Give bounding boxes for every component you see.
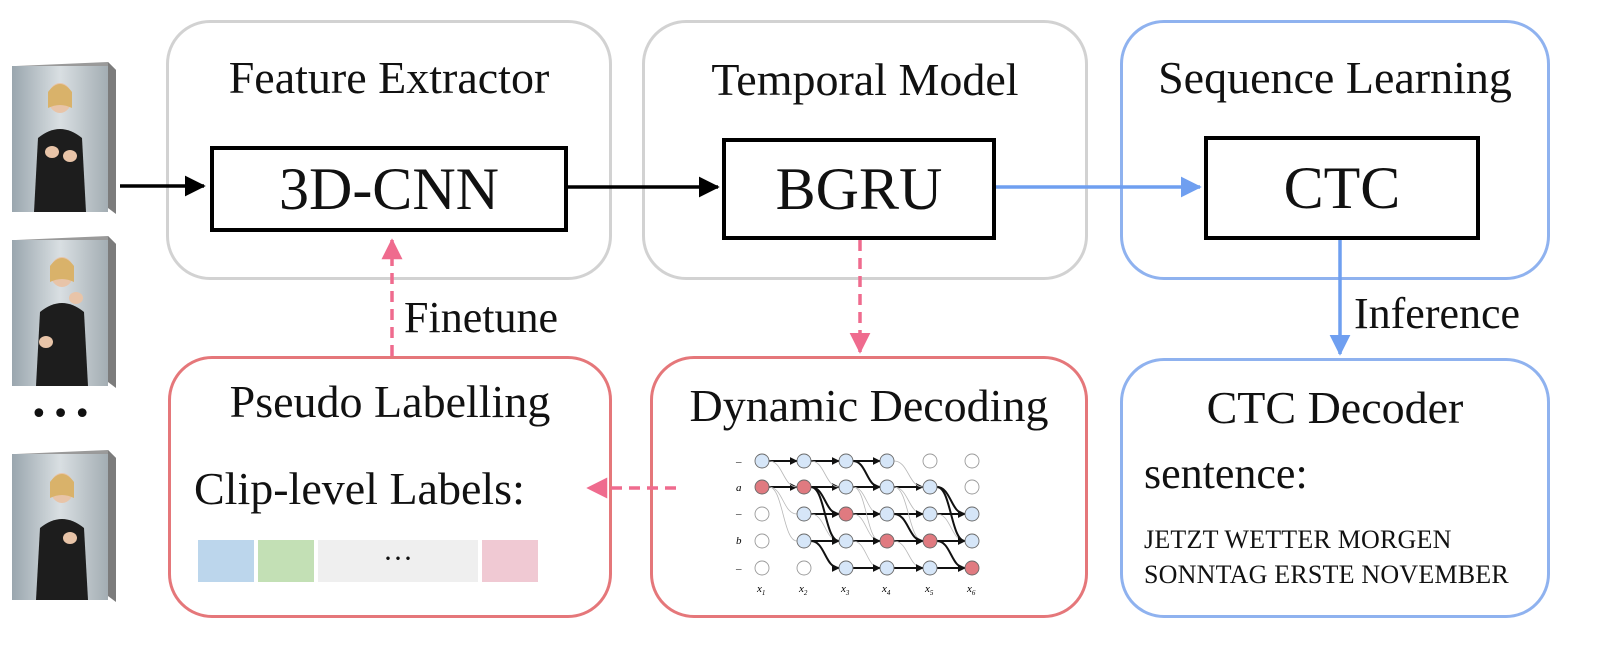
- input-frame-3: [12, 446, 116, 604]
- sentence-line-2: SONNTAG ERSTE NOVEMBER: [1144, 560, 1509, 589]
- x-label-3: x3: [840, 583, 850, 597]
- feature-extractor-title: Feature Extractor: [228, 52, 550, 103]
- frames-ellipsis: •••: [30, 397, 96, 432]
- sentence-line-1: JETZT WETTER MORGEN: [1144, 525, 1452, 554]
- trellis-edge: [768, 486, 798, 542]
- trellis-node: [964, 533, 980, 549]
- trellis-node: [964, 479, 980, 495]
- clip-label-green: [258, 540, 314, 582]
- trellis-node: [922, 533, 938, 549]
- temporal-model-title: Temporal Model: [711, 54, 1019, 105]
- trellis-node: [879, 453, 895, 469]
- x-label-2: x2: [798, 583, 808, 597]
- dynamic-decoding-panel: Dynamic Decoding: [650, 356, 1088, 618]
- ctc-decoder-panel: CTC Decoder: [1120, 358, 1550, 618]
- clip-label-ellipsis: ···: [383, 542, 413, 575]
- trellis-edge: [768, 460, 798, 488]
- trellis-node: [796, 506, 812, 522]
- trellis-node: [879, 560, 895, 576]
- row-label-5: –: [735, 563, 742, 575]
- input-frame-2: [12, 232, 116, 390]
- inference-label: Inference: [1354, 289, 1521, 338]
- x-label-6: x6: [966, 583, 976, 597]
- sequence-learning-title: Sequence Learning: [1158, 52, 1512, 103]
- trellis-node: [964, 560, 980, 576]
- clip-label-pink: [482, 540, 538, 582]
- trellis-node: [796, 479, 812, 495]
- trellis-node: [922, 479, 938, 495]
- trellis-edge: [810, 460, 840, 488]
- row-label-3: –: [735, 508, 742, 520]
- trellis-node: [754, 479, 770, 495]
- bgru-module: BGRU: [722, 138, 996, 240]
- clip-label-blue: [198, 540, 254, 582]
- trellis-node: [879, 533, 895, 549]
- row-label-2: a: [736, 482, 742, 494]
- trellis-edge: [852, 460, 881, 491]
- trellis-node: [879, 506, 895, 522]
- trellis-edge: [893, 460, 924, 488]
- trellis-node: [922, 560, 938, 576]
- finetune-label: Finetune: [404, 293, 558, 342]
- clip-level-labels-text: Clip-level Labels:: [194, 463, 525, 514]
- pseudo-labelling-panel: Pseudo Labelling: [168, 356, 612, 618]
- trellis-node: [754, 453, 770, 469]
- decoding-trellis-graph: – a – b – x1 x2 x3 x4 x5 x6: [735, 453, 980, 597]
- pseudo-labelling-title: Pseudo Labelling: [229, 376, 551, 427]
- trellis-edge: [810, 540, 840, 572]
- trellis-node: [838, 533, 854, 549]
- trellis-node: [838, 560, 854, 576]
- cnn-3d-module: 3D-CNN: [210, 146, 568, 232]
- trellis-node: [796, 453, 812, 469]
- trellis-node: [964, 453, 980, 469]
- row-label-1: –: [735, 456, 742, 468]
- sequence-learning-panel: Sequence Learning: [1120, 20, 1550, 280]
- x-label-1: x1: [756, 583, 765, 597]
- ctc-module: CTC: [1204, 136, 1480, 240]
- trellis-node: [838, 506, 854, 522]
- trellis-node: [922, 506, 938, 522]
- clip-label-more: ···: [318, 540, 478, 582]
- trellis-node: [754, 560, 770, 576]
- trellis-node: [922, 453, 938, 469]
- x-label-4: x4: [881, 583, 891, 597]
- trellis-node: [796, 560, 812, 576]
- feature-extractor-panel: Feature Extractor: [166, 20, 612, 280]
- trellis-node: [838, 453, 854, 469]
- trellis-node: [838, 479, 854, 495]
- ctc-decoder-title: CTC Decoder: [1206, 382, 1464, 433]
- trellis-node: [796, 533, 812, 549]
- trellis-node: [964, 506, 980, 522]
- sentence-label: sentence:: [1144, 449, 1308, 498]
- dynamic-decoding-title: Dynamic Decoding: [689, 380, 1049, 431]
- trellis-node: [879, 479, 895, 495]
- x-label-5: x5: [924, 583, 934, 597]
- input-frame-1: [12, 58, 116, 216]
- row-label-4: b: [736, 535, 742, 547]
- temporal-model-panel: Temporal Model: [642, 20, 1088, 280]
- trellis-node: [754, 506, 770, 522]
- trellis-node: [754, 533, 770, 549]
